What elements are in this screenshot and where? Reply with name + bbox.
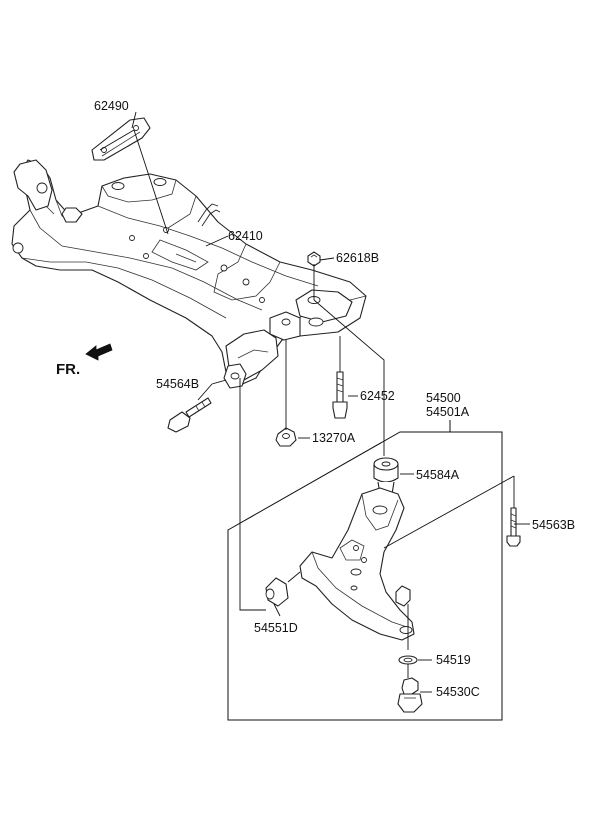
label-62410: 62410 xyxy=(228,229,263,243)
nut-62618B xyxy=(307,251,321,267)
label-54563B: 54563B xyxy=(532,518,575,532)
label-54501A: 54501A xyxy=(426,405,470,419)
label-54551D: 54551D xyxy=(254,621,298,635)
bolt-54564B xyxy=(167,397,212,433)
bushing-54551D xyxy=(265,577,289,607)
lower-control-arm-54500 xyxy=(299,487,415,641)
label-13270A: 13270A xyxy=(312,431,356,445)
label-54530C: 54530C xyxy=(436,685,480,699)
front-direction-indicator: FR. xyxy=(56,343,113,378)
bolt-62452 xyxy=(332,371,348,419)
front-direction-label: FR. xyxy=(56,361,80,378)
label-54500: 54500 xyxy=(426,391,461,405)
ball-joint-54530C xyxy=(397,677,423,713)
label-54564B: 54564B xyxy=(156,377,199,391)
label-62452: 62452 xyxy=(360,389,395,403)
bolt-54563B xyxy=(506,507,521,547)
front-arrow-icon xyxy=(85,343,113,361)
label-62490: 62490 xyxy=(94,99,129,113)
part-labels: 62490 62410 62618B 62452 54500 54501A 54… xyxy=(94,99,575,699)
washer-54519 xyxy=(398,655,418,665)
nut-13270A xyxy=(275,427,297,447)
label-54519: 54519 xyxy=(436,653,471,667)
leader-lines xyxy=(99,111,530,693)
bracket-62490 xyxy=(91,117,151,161)
label-62618B: 62618B xyxy=(336,251,379,265)
label-54584A: 54584A xyxy=(416,468,460,482)
control-arm-assembly-box xyxy=(227,420,503,721)
crossmember-62410 xyxy=(11,159,367,389)
